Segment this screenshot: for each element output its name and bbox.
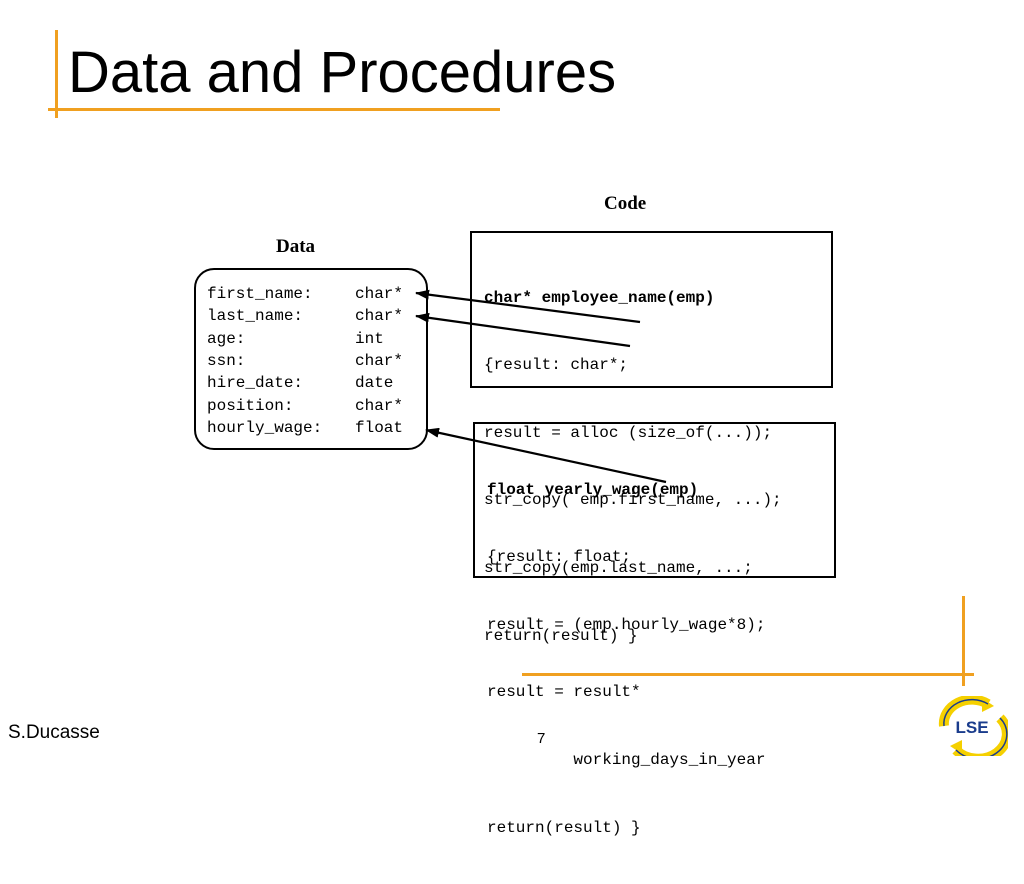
slide-title: Data and Procedures <box>68 40 617 105</box>
footer-horizontal-rule <box>522 673 974 676</box>
data-heading: Data <box>276 236 316 257</box>
code-line: float yearly_wage(emp) <box>487 480 699 499</box>
field-type: char* <box>355 307 404 326</box>
lse-logo: LSE <box>938 696 1008 756</box>
field-type: float <box>355 418 404 437</box>
code-line: {result: float; <box>487 548 632 567</box>
title-underline-rule <box>48 108 500 111</box>
field-name: last_name: <box>207 307 304 326</box>
code-line: {result: char*; <box>484 356 629 375</box>
field-type: char* <box>355 285 404 303</box>
field-type: int <box>355 329 384 348</box>
code-line: result = (emp.hourly_wage*8); <box>487 615 766 634</box>
code-line: result = result* <box>487 683 641 702</box>
code-line: return(result) } <box>484 626 638 645</box>
code-box-yearly-wage <box>473 422 836 578</box>
field-name: first_name: <box>207 285 313 303</box>
code-heading: Code <box>604 193 647 214</box>
footer-author: S.Ducasse <box>8 722 100 743</box>
footer-vertical-rule <box>962 596 965 686</box>
field-type: char* <box>355 396 404 415</box>
field-type: date <box>355 374 394 393</box>
lse-logo-text: LSE <box>955 718 988 737</box>
field-name: ssn: <box>207 351 246 370</box>
field-name: age: <box>207 329 246 348</box>
field-name: position: <box>207 396 294 415</box>
code-line: str_copy( emp.first_name, ...); <box>484 491 782 510</box>
code-line: working_days_in_year <box>487 750 766 769</box>
code-line: str_copy(emp.last_name, ...; <box>484 558 753 577</box>
page-number: 7 <box>537 730 546 747</box>
field-name: hourly_wage: <box>207 418 323 437</box>
field-name: hire_date: <box>207 374 304 393</box>
code-line: return(result) } <box>487 818 641 837</box>
code-line: char* employee_name(emp) <box>484 288 715 307</box>
title-vertical-rule <box>55 30 58 118</box>
code-lines-yearly-wage: float yearly_wage(emp) {result: float; r… <box>487 434 765 884</box>
data-record-box <box>194 268 428 450</box>
field-type: char* <box>355 351 404 370</box>
